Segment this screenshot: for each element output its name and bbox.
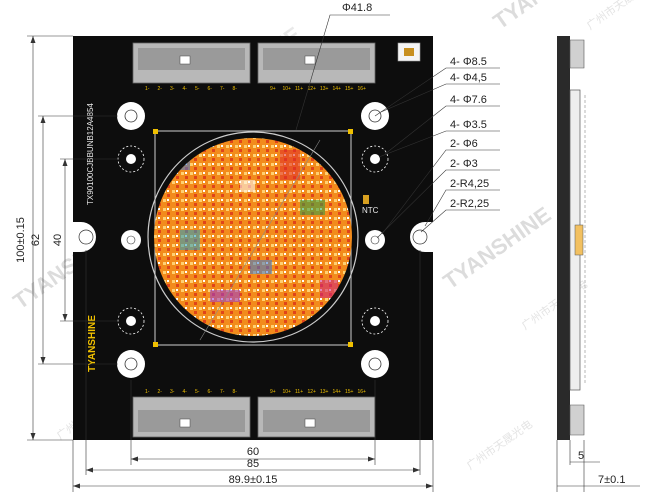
callout-label: 2- Φ3 xyxy=(450,158,478,170)
led-ring xyxy=(147,131,359,343)
pin-label: 9+ xyxy=(270,389,276,395)
left-slot-hole xyxy=(78,229,94,245)
pin-label: 9+ xyxy=(270,86,276,92)
pin-label: 3- xyxy=(170,389,175,395)
mount-hole-br xyxy=(361,350,389,378)
pin-label: 14+ xyxy=(333,86,342,92)
side-lens xyxy=(574,224,584,256)
callout-label: 2-R2,25 xyxy=(450,198,489,210)
dim-top-diameter: Φ41.8 xyxy=(342,2,372,14)
ntc-label: NTC xyxy=(362,206,379,215)
mount-hole-tr-inner xyxy=(368,109,382,123)
callout-label: 4- Φ3.5 xyxy=(450,119,487,131)
dimension-lines xyxy=(27,35,434,492)
watermark-cn: 广州市天晟光电 xyxy=(464,417,535,473)
pin-label: 7- xyxy=(220,86,225,92)
side-connector-bottom xyxy=(569,404,585,436)
dimension-arrows xyxy=(30,36,433,489)
watermark-brand: TYANSHINE xyxy=(439,202,556,294)
mount-hole-tl xyxy=(117,102,145,130)
top-connector-right xyxy=(257,42,376,84)
callout-label: 4- Φ4,5 xyxy=(450,72,487,84)
pin-label: 13+ xyxy=(320,389,329,395)
dim-side-5: 5 xyxy=(578,450,584,462)
pin-label: 4- xyxy=(183,389,188,395)
pin-label: 4- xyxy=(183,86,188,92)
frame-corners xyxy=(153,129,353,347)
bottom-connector-left xyxy=(132,396,251,438)
leader-lines xyxy=(199,14,500,341)
right-slot-hole xyxy=(412,229,428,245)
pin-label: 6- xyxy=(208,389,213,395)
dim-height-total: 100±0.15 xyxy=(15,217,27,263)
ntc-component xyxy=(363,195,369,204)
pin-label: 5- xyxy=(195,389,200,395)
pin-label: 15+ xyxy=(345,86,354,92)
pin-label: 5- xyxy=(195,86,200,92)
callout-label: 4- Φ8.5 xyxy=(450,56,487,68)
pin-label: 12+ xyxy=(308,389,317,395)
pin-label: 8- xyxy=(233,86,238,92)
pcb-board: NTC TX90100CJBBUNB12A4854 TYANSHINE xyxy=(73,36,433,440)
pin-label: 10+ xyxy=(283,86,292,92)
led-array xyxy=(154,138,352,336)
dim-height-40: 40 xyxy=(52,234,64,246)
bottom-connector-right xyxy=(257,396,376,438)
pin-label: 12+ xyxy=(308,86,317,92)
pin-label: 7- xyxy=(220,389,225,395)
callout-label: 4- Φ7.6 xyxy=(450,94,487,106)
part-number: TX90100CJBBUNB12A4854 xyxy=(86,103,95,205)
pin-label: 16+ xyxy=(358,389,367,395)
mount-hole-bl-inner xyxy=(124,357,138,371)
pin-label: 16+ xyxy=(358,86,367,92)
pin-label: 13+ xyxy=(320,86,329,92)
callout-label: 2- Φ6 xyxy=(450,138,478,150)
pin-label: 1- xyxy=(145,86,150,92)
mount-hole-br-inner xyxy=(368,357,382,371)
small-connector xyxy=(397,42,421,62)
callout-labels: 4- Φ8.5 4- Φ4,5 4- Φ7.6 4- Φ3.5 2- Φ6 2-… xyxy=(450,56,489,210)
pin-label: 10+ xyxy=(283,389,292,395)
pin-label: 11+ xyxy=(295,86,303,92)
brand-logo-text: TYANSHINE xyxy=(87,315,98,372)
small-holes xyxy=(117,145,389,335)
watermark-brand: TYANSHINE xyxy=(489,0,606,34)
top-connector-left xyxy=(132,42,251,84)
pin-label: 14+ xyxy=(333,389,342,395)
pin-label: 8- xyxy=(233,389,238,395)
dim-height-62: 62 xyxy=(30,234,42,246)
dim-width-85: 85 xyxy=(247,458,259,470)
pin-label: 15+ xyxy=(345,389,354,395)
dim-width-60: 60 xyxy=(247,446,259,458)
pin-label: 3- xyxy=(170,86,175,92)
pin-label: 2- xyxy=(158,389,163,395)
mount-hole-tl-inner xyxy=(124,109,138,123)
pin-label: 2- xyxy=(158,86,163,92)
callout-label: 2-R4,25 xyxy=(450,178,489,190)
pin-label: 11+ xyxy=(295,389,303,395)
side-connector-top xyxy=(569,39,585,69)
side-view xyxy=(556,36,640,492)
watermark-cn: 广州市天晟光电 xyxy=(584,0,650,32)
mount-hole-bl xyxy=(117,350,145,378)
dim-width-total: 89.9±0.15 xyxy=(229,474,278,486)
pin-label: 6- xyxy=(208,86,213,92)
bottom-pin-labels: 1- 2- 3- 4- 5- 6- 7- 8- 9+ 10+11+ 12+13+ 14+15+ 16+ xyxy=(145,389,366,395)
top-pin-labels: 1- 2- 3- 4- 5- 6- 7- 8- 9+ 10+11+ 12+13+ 14+15+ 16+ xyxy=(145,86,366,92)
pin-label: 1- xyxy=(145,389,150,395)
side-pcb xyxy=(557,36,570,440)
dim-side-thickness: 7±0.1 xyxy=(598,474,625,486)
